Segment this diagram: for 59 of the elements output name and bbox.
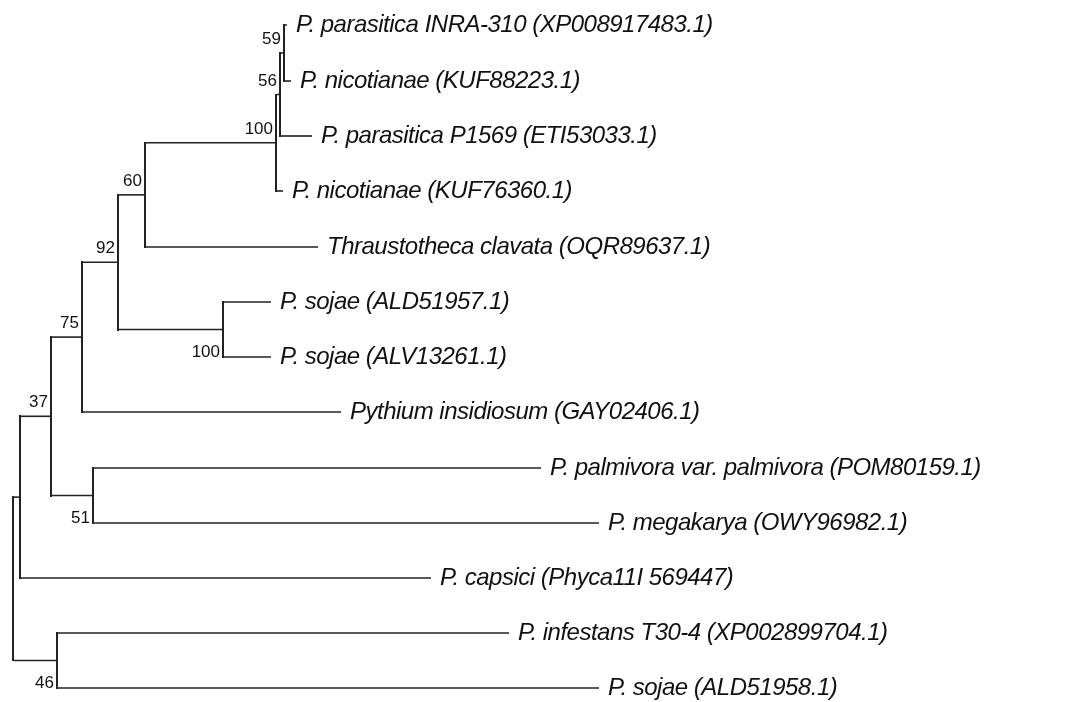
bootstrap-value: 59 xyxy=(262,29,281,49)
taxon-label: P. capsici (Phyca11I 569447) xyxy=(440,563,734,590)
tree-branch xyxy=(93,467,542,469)
bootstrap-value: 51 xyxy=(71,507,90,528)
tree-branch xyxy=(223,301,272,303)
tree-branch xyxy=(20,415,51,418)
tree-node-line xyxy=(19,415,21,579)
tree-branch xyxy=(20,577,432,579)
tree-branch xyxy=(13,659,57,662)
bootstrap-value: 60 xyxy=(123,170,142,191)
taxon-label: Pythium insidiosum (GAY02406.1) xyxy=(350,397,700,424)
taxon-label: P. megakarya (OWY96982.1) xyxy=(608,508,908,535)
bootstrap-value: 100 xyxy=(191,341,220,362)
tree-branch xyxy=(284,80,292,82)
tree-branch xyxy=(276,93,280,96)
tree-branch xyxy=(51,494,93,497)
tree-branch xyxy=(284,24,288,26)
tree-branch xyxy=(118,328,223,331)
tree-node-line xyxy=(117,193,119,331)
bootstrap-value: 46 xyxy=(35,672,54,693)
taxon-label: P. nicotianae (KUF76360.1) xyxy=(292,176,573,203)
tree-branch xyxy=(13,496,20,498)
tree-node-line xyxy=(50,336,52,497)
tree-node-line xyxy=(56,632,58,689)
bootstrap-value: 100 xyxy=(244,118,273,139)
tree-branch xyxy=(223,356,272,358)
taxon-label: Thraustotheca clavata (OQR89637.1) xyxy=(327,232,711,259)
tree-branch xyxy=(82,411,342,413)
tree-branch xyxy=(280,52,284,54)
taxon-label: P. parasitica INRA-310 (XP008917483.1) xyxy=(296,10,713,37)
taxon-label: P. nicotianae (KUF88223.1) xyxy=(300,66,581,93)
taxon-label: P. sojae (ALD51957.1) xyxy=(280,287,510,314)
tree-node-line xyxy=(12,496,14,662)
bootstrap-value: 75 xyxy=(60,313,79,334)
tree-branch xyxy=(276,190,284,192)
bootstrap-value: 56 xyxy=(258,70,277,91)
tree-branch xyxy=(93,522,600,524)
tree-branch xyxy=(57,687,600,689)
bootstrap-value: 37 xyxy=(29,392,48,413)
taxon-label: P. palmivora var. palmivora (POM80159.1) xyxy=(550,453,981,480)
tree-branch xyxy=(145,246,319,248)
tree-branch xyxy=(145,141,276,144)
tree-branch xyxy=(82,261,118,263)
tree-node-line xyxy=(144,141,146,248)
tree-branch xyxy=(118,194,145,196)
tree-node-line xyxy=(81,261,83,413)
tree-node-line xyxy=(283,24,285,82)
taxon-label: P. parasitica P1569 (ETI53033.1) xyxy=(321,121,657,148)
tree-branch xyxy=(57,632,510,634)
tree-branch xyxy=(280,135,313,137)
tree-node-line xyxy=(279,52,281,137)
tree-node-line xyxy=(275,93,277,192)
tree-node-line xyxy=(222,301,224,358)
taxon-label: P. infestans T30-4 (XP002899704.1) xyxy=(518,618,888,645)
tree-node-line xyxy=(92,467,94,524)
tree-branch xyxy=(51,336,82,338)
bootstrap-value: 92 xyxy=(96,238,115,259)
taxon-label: P. sojae (ALD51958.1) xyxy=(608,673,838,700)
taxon-label: P. sojae (ALV13261.1) xyxy=(280,342,507,369)
